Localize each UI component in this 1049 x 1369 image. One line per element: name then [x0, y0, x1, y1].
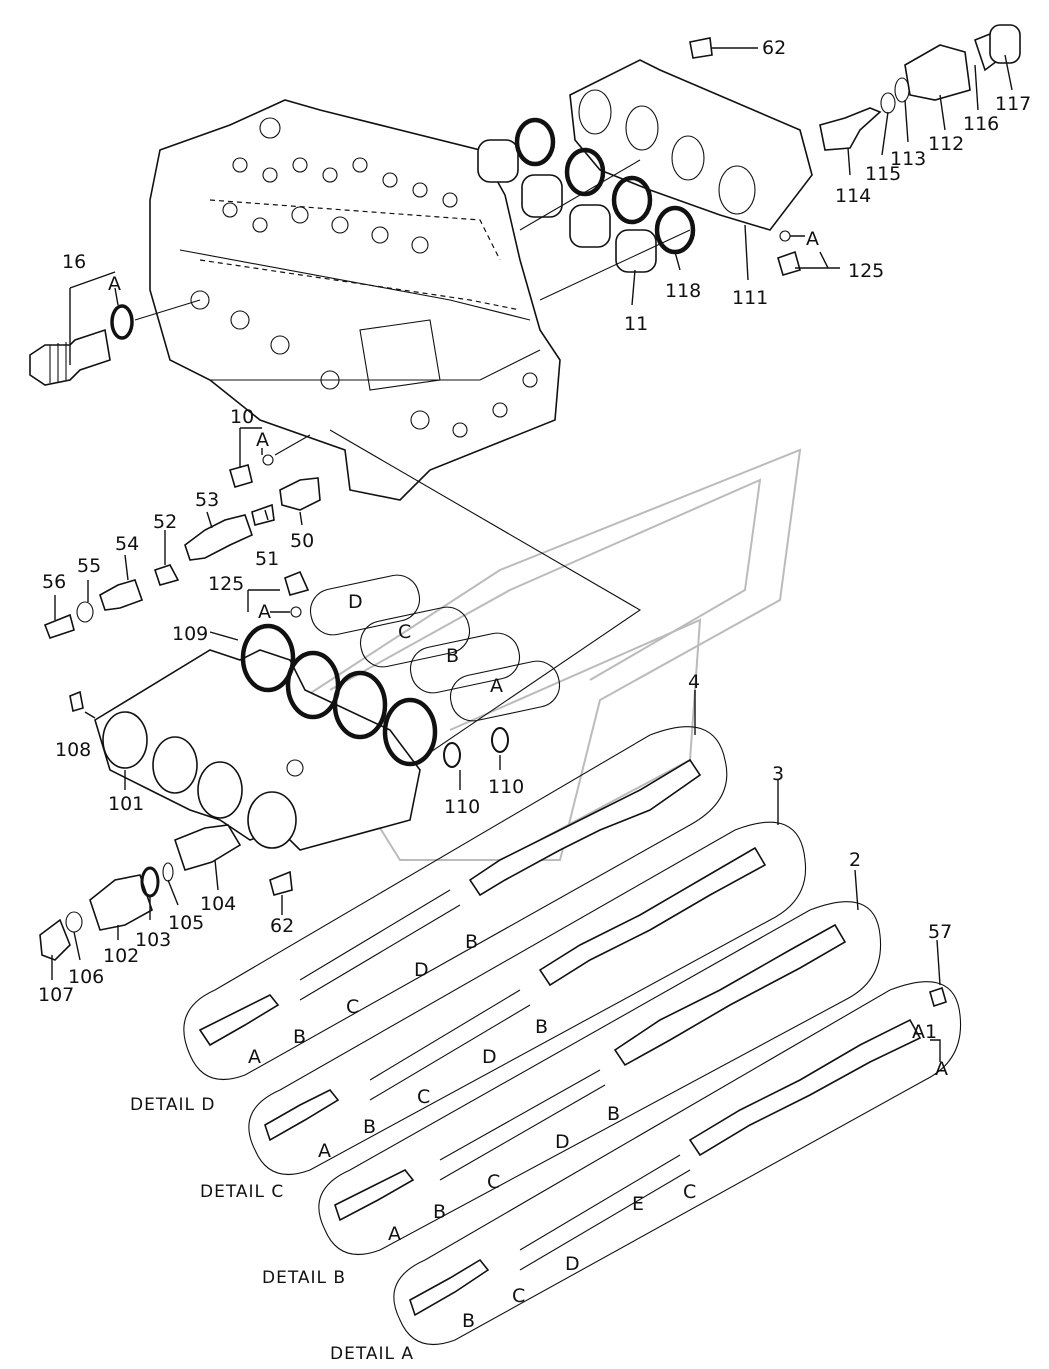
label-112: 112 [928, 133, 964, 155]
detail-a-letter-a1: A1 [912, 1021, 937, 1043]
detail-d-title: DETAIL D [130, 1095, 216, 1115]
letter-plate-a: A [490, 675, 503, 697]
relief-valve-112 [689, 24, 1021, 276]
leader-lines [51, 47, 1013, 1062]
detail-d-letter-b1: B [293, 1026, 306, 1048]
sleeves-11 [477, 139, 657, 273]
label-102: 102 [103, 945, 139, 967]
plates-A-D [284, 570, 561, 722]
detail-b-letter-c: C [487, 1171, 500, 1193]
letter-plate-c: C [398, 621, 411, 643]
detail-a-letter-e: E [632, 1193, 644, 1215]
label-104: 104 [200, 893, 236, 915]
letter-plate-b: B [446, 645, 459, 667]
label-117: 117 [995, 93, 1031, 115]
detail-c-title: DETAIL C [200, 1182, 284, 1202]
label-56: 56 [42, 571, 66, 593]
label-110-a: 110 [444, 796, 480, 818]
part-labels: 62 117 116 112 113 115 114 111 118 11 12… [38, 37, 1031, 1006]
label-50: 50 [290, 530, 314, 552]
spool-parts-50-56 [43, 429, 642, 801]
detail-b-letter-b2: B [607, 1103, 620, 1125]
relief-valve-102 [39, 824, 293, 961]
label-125-top: 125 [848, 260, 884, 282]
letter-a-10: A [256, 429, 269, 451]
letter-callouts: A A A A D C B A A B C D B A B C D B A B … [108, 228, 948, 1332]
letter-a-125-top: A [806, 228, 819, 250]
label-106: 106 [68, 966, 104, 988]
detail-b-letter-d: D [555, 1131, 570, 1153]
valve-body [149, 99, 561, 501]
detail-b-letter-b1: B [433, 1201, 446, 1223]
label-57: 57 [928, 921, 952, 943]
label-62-top: 62 [762, 37, 786, 59]
detail-d-outline [183, 726, 728, 1080]
label-52: 52 [153, 511, 177, 533]
label-114: 114 [835, 185, 871, 207]
label-108: 108 [55, 739, 91, 761]
label-4: 4 [688, 671, 700, 693]
label-51: 51 [255, 548, 279, 570]
label-3: 3 [772, 763, 784, 785]
detail-c-letter-b1: B [363, 1116, 376, 1138]
detail-a-letter-c2: C [683, 1181, 696, 1203]
detail-titles: DETAIL D DETAIL C DETAIL B DETAIL A [130, 1095, 414, 1364]
cover-101 [69, 649, 421, 851]
detail-c-letter-a: A [318, 1140, 331, 1162]
label-109: 109 [172, 623, 208, 645]
label-125-mid: 125 [208, 573, 244, 595]
detail-b-letter-a: A [388, 1223, 401, 1245]
label-105: 105 [168, 912, 204, 934]
label-53: 53 [195, 489, 219, 511]
letter-a-16: A [108, 273, 121, 295]
label-2: 2 [849, 849, 861, 871]
label-110-b: 110 [488, 776, 524, 798]
end-cover-111 [569, 59, 813, 231]
label-16: 16 [62, 251, 86, 273]
detail-c-letter-d: D [482, 1046, 497, 1068]
detail-a-letter-b: B [462, 1310, 475, 1332]
detail-d-letter-c: C [346, 996, 359, 1018]
detail-a-letter-a: A [935, 1058, 948, 1080]
label-107: 107 [38, 984, 74, 1006]
label-113: 113 [890, 148, 926, 170]
label-118: 118 [665, 280, 701, 302]
detail-a-outline [393, 981, 962, 1345]
detail-d-letter-d: D [414, 959, 429, 981]
detail-c-outline [248, 821, 807, 1175]
detail-d-letter-b2: B [465, 931, 478, 953]
detail-c-letter-c: C [417, 1086, 430, 1108]
label-111: 111 [732, 287, 768, 309]
detail-c-letter-b2: B [535, 1016, 548, 1038]
o-rings-109 [240, 623, 509, 768]
letter-plate-d: D [348, 591, 363, 613]
label-101: 101 [108, 793, 144, 815]
detail-a-letter-d: D [565, 1253, 580, 1275]
detail-b-title: DETAIL B [262, 1268, 346, 1288]
letter-a-125-mid: A [258, 601, 271, 623]
label-103: 103 [135, 929, 171, 951]
label-55: 55 [77, 555, 101, 577]
detail-a-title: DETAIL A [330, 1344, 414, 1364]
label-115: 115 [865, 163, 901, 185]
label-54: 54 [115, 533, 139, 555]
detail-b-outline [318, 901, 882, 1255]
label-62-bot: 62 [270, 915, 294, 937]
detail-d-letter-a: A [248, 1046, 261, 1068]
label-10: 10 [230, 406, 254, 428]
detail-a-letter-c1: C [512, 1285, 525, 1307]
label-11: 11 [624, 313, 648, 335]
label-116: 116 [963, 113, 999, 135]
